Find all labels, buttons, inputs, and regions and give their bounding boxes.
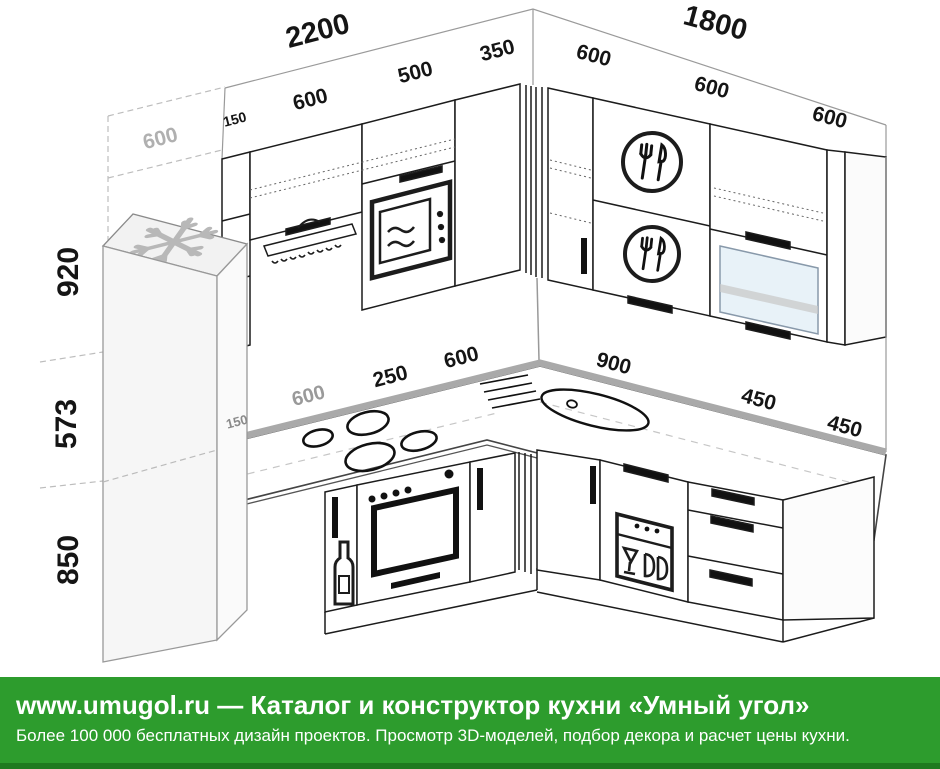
corner-base-door-left [469, 452, 516, 583]
sink-drainer-lines [479, 374, 541, 409]
sink-icon [479, 374, 650, 432]
dim-mid-450a: 450 [739, 384, 779, 415]
dim-mid-600b: 600 [442, 342, 482, 373]
dim-top-350: 350 [478, 35, 518, 66]
base-side-panel [782, 476, 875, 621]
drawer-handle-3 [709, 569, 753, 587]
hood-cabinet-door [249, 123, 363, 241]
base-cabinets-right [536, 449, 875, 643]
dim-height-920: 920 [52, 247, 85, 297]
footer-banner: www.umugol.ru — Каталог и конструктор ку… [0, 677, 940, 769]
dishwasher-icon [615, 511, 674, 593]
dryer-handle [627, 295, 673, 314]
microwave-icon [369, 179, 453, 281]
wall-cabinets-left [221, 83, 543, 353]
base-cabinets-left [324, 452, 538, 635]
glass-cabinet-top-handle [745, 231, 791, 250]
dim-mid-250: 250 [371, 361, 411, 392]
corner-base-handle-left [477, 468, 483, 510]
oven-handle [391, 572, 440, 589]
dim-right-600-3: 600 [810, 102, 850, 133]
fridge [101, 213, 249, 663]
backsplash-strip [211, 359, 887, 456]
microwave-door-handle [399, 165, 443, 183]
dim-top-500: 500 [396, 57, 436, 88]
dim-right-600-2: 600 [692, 72, 732, 103]
drawer-handle-2 [710, 515, 754, 533]
dryer-cabinet [592, 97, 711, 317]
drawer-handle-1 [711, 488, 755, 506]
dim-top-600: 600 [291, 84, 331, 115]
dim-height-850: 850 [52, 535, 85, 585]
dim-height-573: 573 [50, 399, 83, 449]
fork-knife-icon [621, 131, 683, 283]
bottle-icon [333, 540, 355, 606]
glass-cabinet-bottom-handle [745, 321, 791, 340]
extractor-hood-icon [262, 218, 358, 264]
dim-fridge-space: 600 [141, 123, 181, 154]
footer-site-title: www.umugol.ru — Каталог и конструктор ку… [16, 690, 810, 720]
dim-right-600-1: 600 [574, 40, 614, 71]
corner-right-handle [581, 238, 587, 274]
corner-wall-cabinet [454, 83, 521, 287]
cargo-handle [332, 497, 338, 538]
dimension-band [39, 8, 887, 489]
wall-cabinets-right [536, 87, 887, 452]
dim-total-right: 1800 [680, 0, 751, 47]
dim-mid-150: 150 [224, 412, 249, 432]
glass-reflection [720, 284, 818, 314]
dim-total-left: 2200 [283, 8, 353, 55]
hob-burners-icon [302, 409, 438, 473]
dim-mid-900: 900 [594, 348, 634, 379]
snowflake-icon [129, 217, 219, 267]
dishwasher-front [599, 459, 689, 603]
kitchen-drawing: 2200 1800 150 600 500 350 600 600 600 60… [39, 0, 887, 663]
corner-base-handle-right [590, 466, 596, 504]
wall-side-panel [844, 151, 887, 346]
drawer-unit [687, 481, 784, 621]
oven-icon [368, 469, 459, 589]
fridge-side [102, 245, 218, 663]
dim-top-150: 150 [221, 108, 248, 129]
dishwasher-handle [623, 463, 669, 483]
footer-bottom-stripe [0, 763, 940, 769]
dim-mid-600: 600 [290, 381, 328, 411]
fridge-front [216, 242, 248, 642]
footer-subtitle: Более 100 000 бесплатных дизайн проектов… [16, 726, 850, 745]
